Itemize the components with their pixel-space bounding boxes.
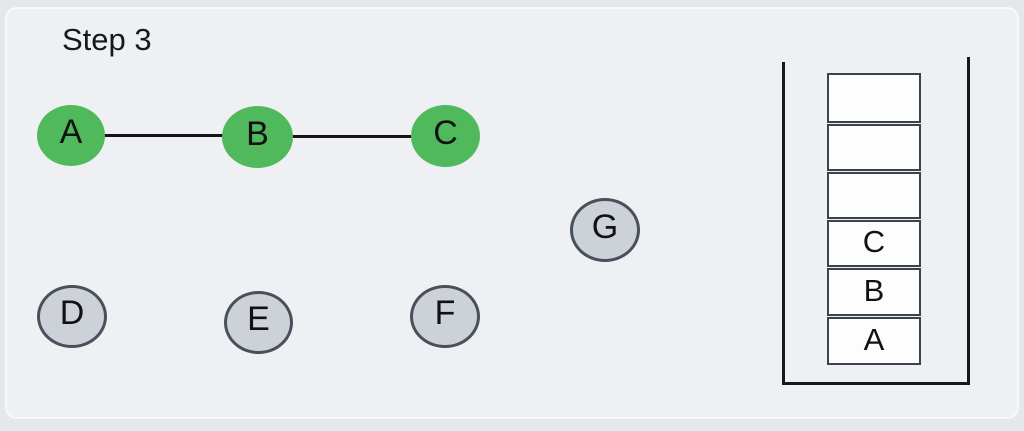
step-title: Step 3 xyxy=(62,22,152,57)
edge-B-C xyxy=(258,135,445,138)
stack-cell-3: C xyxy=(827,220,921,267)
stack-cell-2 xyxy=(827,172,921,219)
stack-cell-0 xyxy=(827,73,921,123)
node-C-label: C xyxy=(433,113,458,152)
node-D: D xyxy=(37,285,107,348)
stack-container-bottom xyxy=(782,382,970,385)
node-B: B xyxy=(222,106,293,168)
node-G-label: G xyxy=(591,207,619,246)
stack-cell-3-label: C xyxy=(862,224,886,259)
node-D-label: D xyxy=(59,294,85,332)
edge-A-B xyxy=(71,134,258,137)
node-E: E xyxy=(224,291,293,354)
stack-cell-1 xyxy=(827,124,921,171)
node-A: A xyxy=(37,105,105,166)
node-E-label: E xyxy=(247,300,270,338)
node-F-label: F xyxy=(434,294,456,332)
stack-cell-4-label: B xyxy=(863,272,885,308)
stack-cell-5-label: A xyxy=(863,321,885,357)
stack-cell-4: B xyxy=(827,268,921,316)
stack-cell-5: A xyxy=(827,317,921,365)
stack-container-right-wall xyxy=(967,57,970,385)
stack-container-left-wall xyxy=(782,62,785,385)
node-F: F xyxy=(410,285,480,348)
node-G: G xyxy=(570,198,640,262)
node-C: C xyxy=(411,105,480,167)
node-A-label: A xyxy=(59,113,83,151)
node-B-label: B xyxy=(246,114,269,153)
